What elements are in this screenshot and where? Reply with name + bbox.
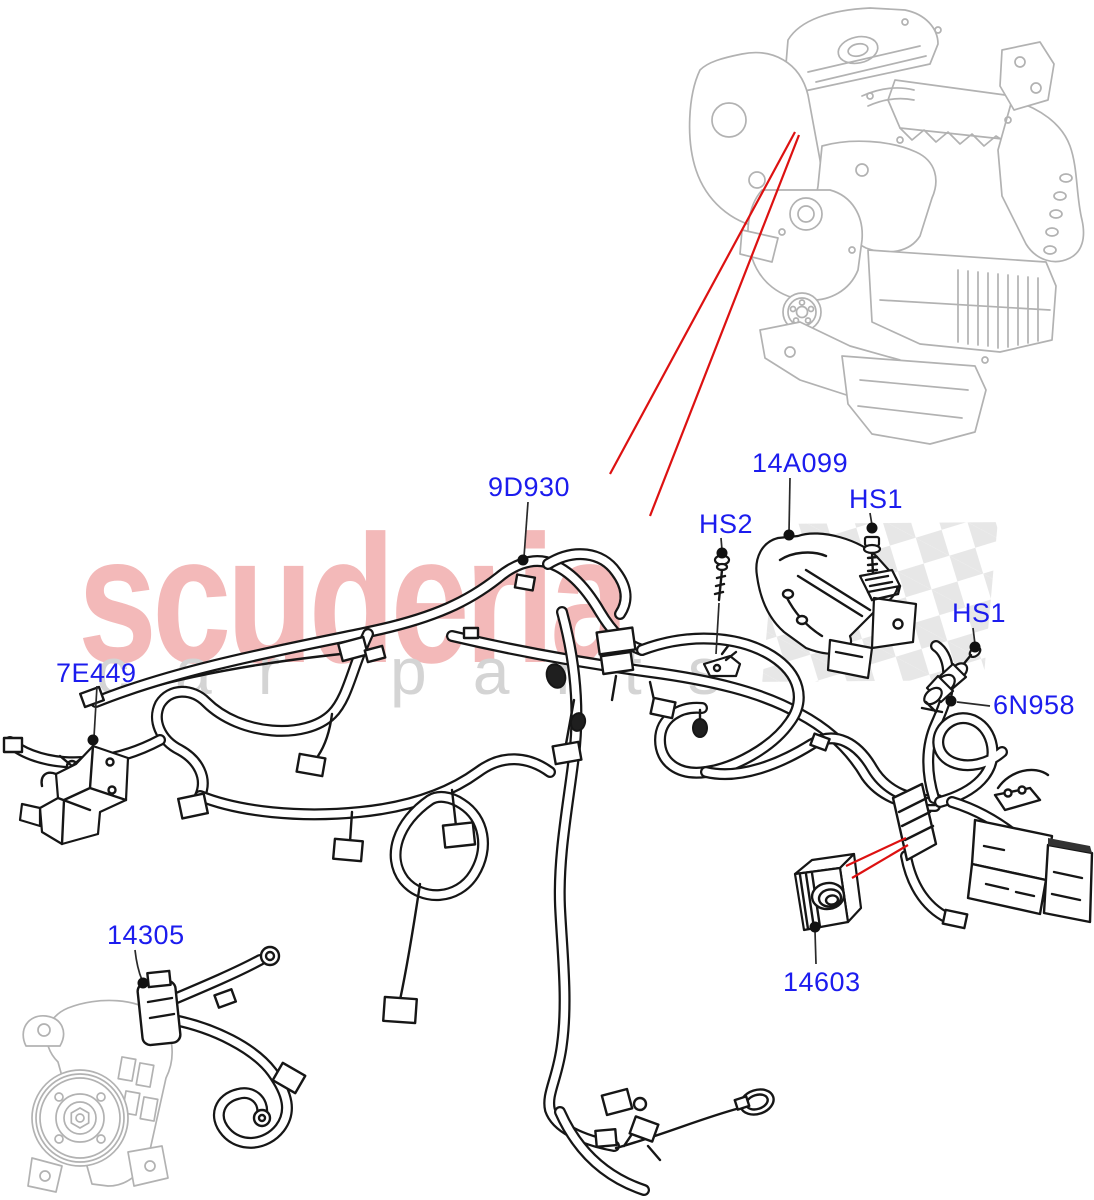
part-label-14603: 14603 [783,967,861,997]
part-label-hs1-b: HS1 [952,598,1007,628]
heat-shield-icon [755,532,918,680]
bolt-hs1-icon [858,535,902,602]
callout-leaders [87,477,991,989]
part-label-14305: 14305 [107,920,185,950]
insulator-6n958-icon [920,645,982,714]
wiring-harness-icon [2,554,1094,1190]
mounting-bracket-icon [18,744,130,846]
red-pointer-lines [609,131,909,879]
part-label-hs2: HS2 [699,509,754,539]
battery-cable-icon [136,945,307,1143]
part-label-9d930: 9D930 [488,472,571,502]
part-label-14a099: 14A099 [752,448,849,478]
part-label-hs1-a: HS1 [849,484,904,514]
grommet-icon [793,852,863,932]
bolt-hs2-icon [713,554,731,655]
part-label-7e449: 7E449 [56,658,137,688]
engine-icon [688,7,1085,445]
part-label-6n958: 6N958 [993,690,1076,720]
